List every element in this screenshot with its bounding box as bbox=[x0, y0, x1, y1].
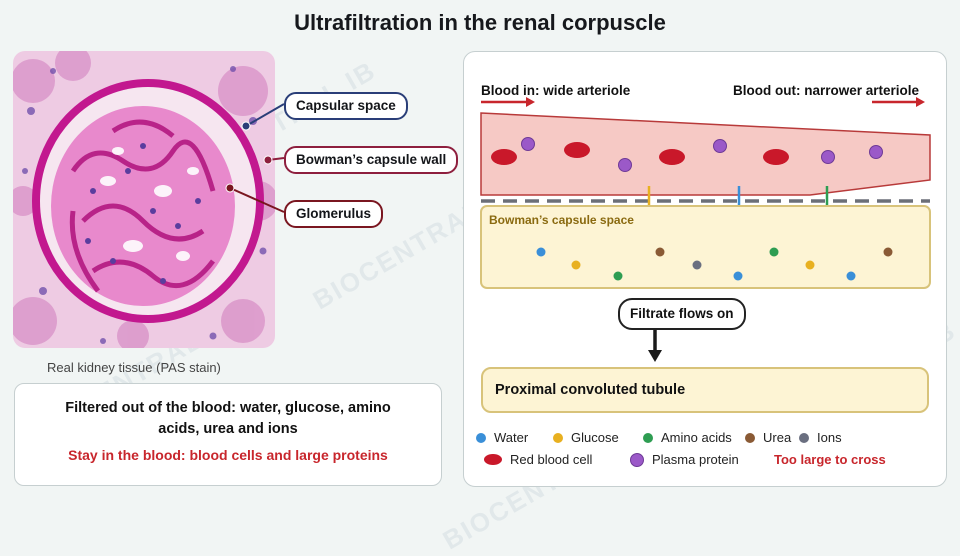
plasma-protein-icon bbox=[630, 452, 644, 467]
filtrate-molecules bbox=[536, 247, 893, 281]
filtrate-label: Filtrate flows on bbox=[618, 298, 746, 330]
blood-in-arrow bbox=[481, 97, 535, 107]
too-large-note: Too large to cross bbox=[774, 452, 886, 467]
legend-rbc: Red blood cell bbox=[484, 452, 592, 467]
proximal-tubule: Proximal convoluted tubule bbox=[481, 367, 929, 413]
legend-glucose-label: Glucose bbox=[571, 430, 619, 445]
legend-urea-label: Urea bbox=[763, 430, 792, 445]
capsule-space bbox=[480, 205, 931, 289]
amino-dot-icon bbox=[643, 432, 653, 443]
ions-dot-icon bbox=[799, 432, 809, 443]
red-blood-cell-icon bbox=[484, 454, 502, 465]
legend-amino-label: Amino acids bbox=[661, 430, 732, 445]
page-title: Ultrafiltration in the renal corpuscle bbox=[294, 10, 666, 35]
filtered-text: Filtered out of the blood: water, glucos… bbox=[65, 400, 391, 437]
red-blood-cells bbox=[491, 142, 789, 165]
capsule-wall-callout: Bowman’s capsule wall bbox=[284, 146, 459, 174]
blood-in-label: Blood in: wide arteriole bbox=[481, 83, 631, 98]
blood-out-arrow bbox=[872, 97, 925, 107]
legend-water-label: Water bbox=[494, 430, 529, 445]
down-arrow bbox=[648, 330, 662, 362]
plasma-proteins bbox=[521, 137, 883, 172]
micrograph-caption: Real kidney tissue (PAS stain) bbox=[47, 360, 221, 375]
legend-plasma-label: Plasma protein bbox=[652, 452, 739, 467]
glomerulus-callout: Glomerulus bbox=[284, 200, 384, 228]
urea-dot-icon bbox=[745, 432, 755, 443]
water-dot-icon bbox=[476, 432, 486, 443]
filtration-diagram bbox=[480, 97, 931, 362]
blood-vessel bbox=[480, 112, 931, 196]
legend-rbc-label: Red blood cell bbox=[510, 452, 593, 467]
legend-ions: Ions bbox=[799, 430, 842, 445]
glucose-dot-icon bbox=[553, 432, 563, 443]
legend-amino: Amino acids bbox=[643, 430, 732, 445]
capsular-space-callout: Capsular space bbox=[284, 92, 408, 120]
legend-ions-label: Ions bbox=[817, 430, 842, 445]
legend-water: Water bbox=[476, 430, 528, 445]
summary-box: Filtered out of the blood: water, glucos… bbox=[14, 383, 442, 486]
stay-text: Stay in the blood: blood cells and large… bbox=[68, 447, 388, 463]
legend-plasma: Plasma protein bbox=[630, 452, 739, 467]
legend-urea: Urea bbox=[745, 430, 791, 445]
capsule-space-label: Bowman’s capsule space bbox=[489, 213, 634, 227]
blood-out-label: Blood out: narrower arteriole bbox=[733, 83, 920, 98]
legend-glucose: Glucose bbox=[553, 430, 619, 445]
